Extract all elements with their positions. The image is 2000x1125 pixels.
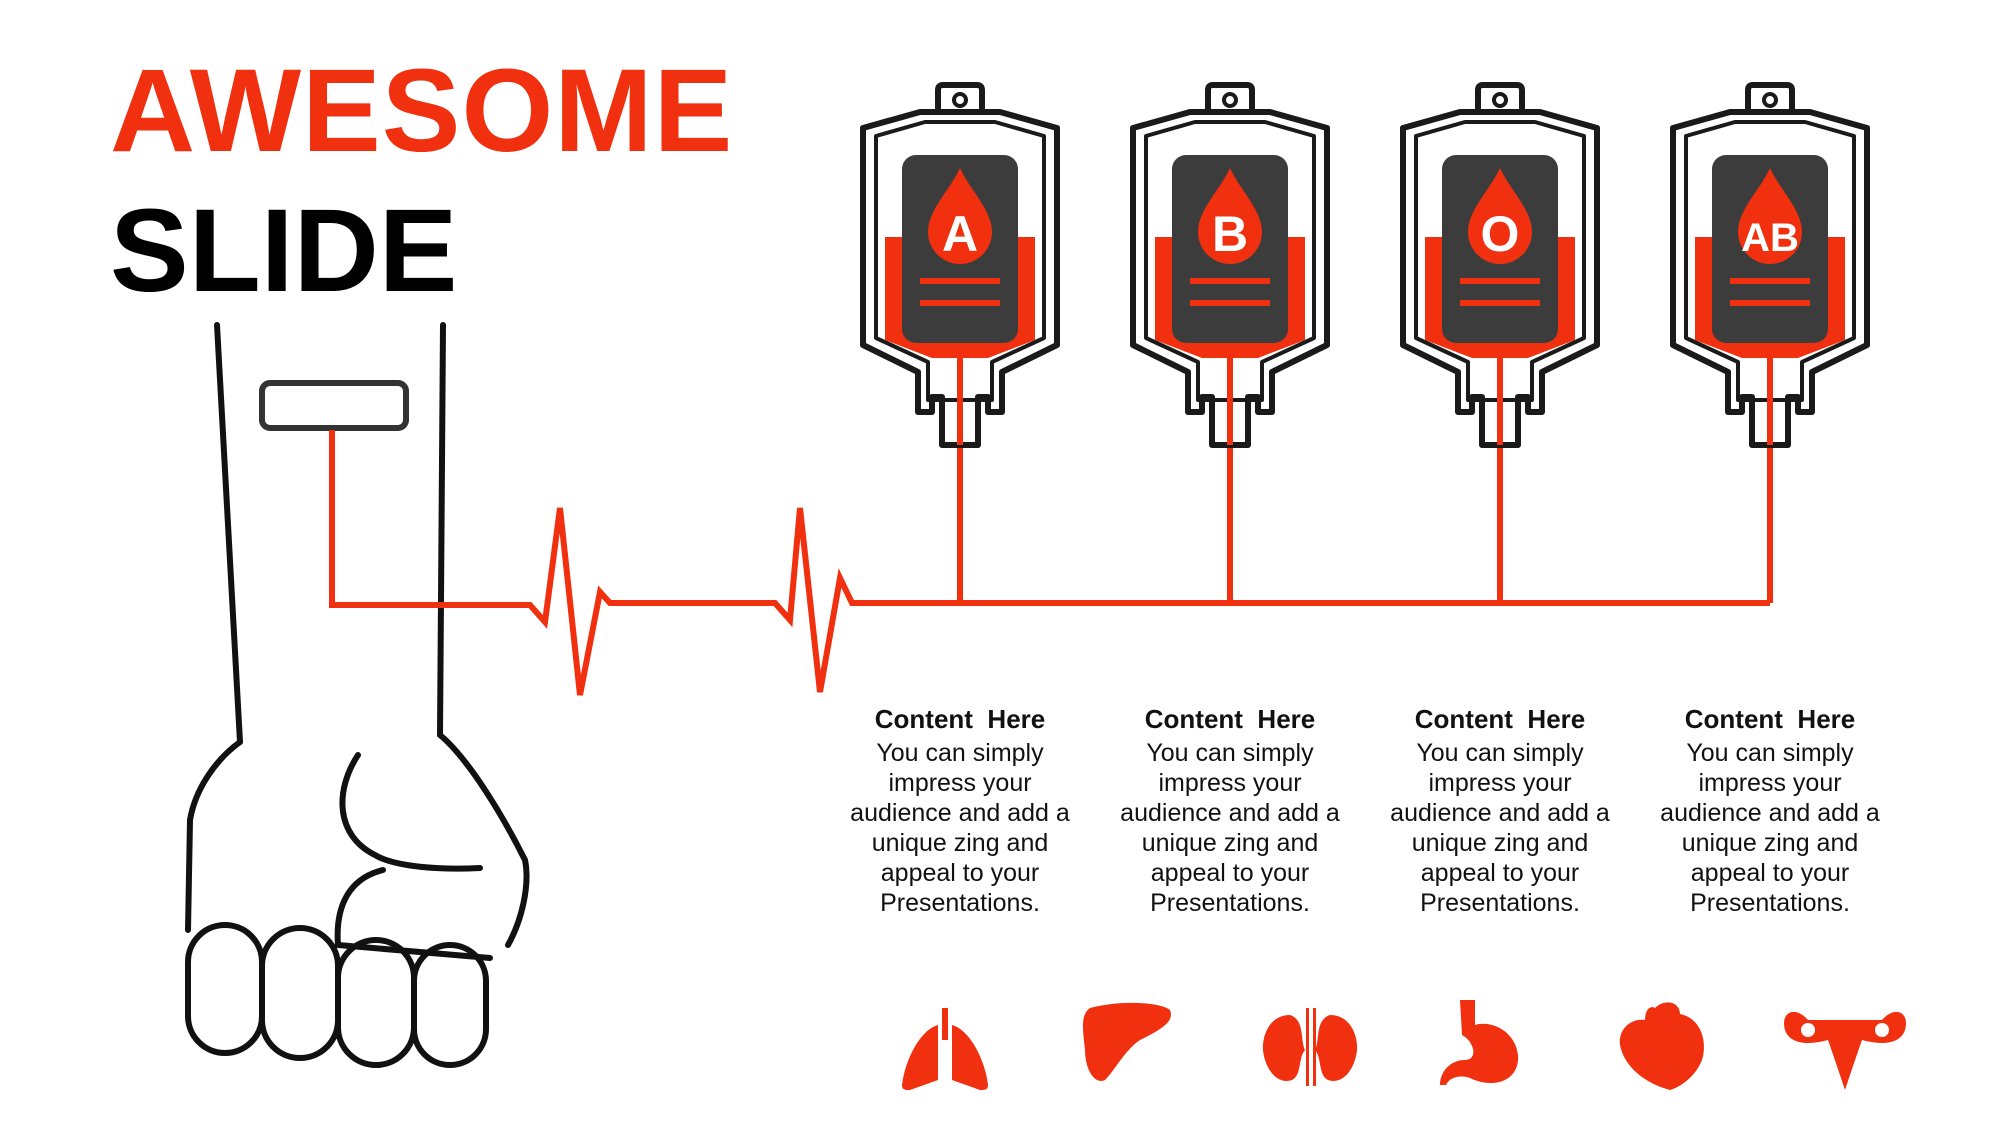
stomach-icon [1440,1000,1519,1085]
bag-bar [1460,278,1540,284]
blood-drop-icon [1738,168,1802,264]
bag-hanger [1205,82,1255,112]
content-card-b: Content Here You can simply impress your… [1115,700,1345,918]
bag-bar [1460,300,1540,306]
bag-bar [1730,300,1810,306]
bag-hole [1492,92,1508,108]
blood-drop-icon [1198,168,1262,264]
bag-hole [1222,92,1238,108]
blood-bag-o: O [1400,82,1600,448]
title-line-1: AWESOME [110,45,734,177]
uterus-icon [1784,1011,1906,1090]
bag-inner-outline [1414,120,1586,402]
content-card-a: Content Here You can simply impress your… [845,700,1075,918]
blood-type-label: A [942,206,978,262]
blood-drop-icon [928,168,992,264]
content-card-ab: Content Here You can simply impress your… [1655,700,1885,918]
heartbeat-line [329,430,1770,696]
blood-bag-ab: AB [1670,82,1870,448]
bag-bar [920,300,1000,306]
cannula-tape [259,380,409,431]
kidneys-icon [1262,1008,1358,1086]
card-heading: Content Here [874,704,1046,734]
blood-type-label: AB [1741,216,1799,260]
content-card-o: Content Here You can simply impress your… [1385,700,1615,918]
bag-inner-outline [1144,120,1316,402]
lungs-icon [902,1008,988,1090]
card-heading: Content Here [1414,704,1586,734]
blood-bag-b: B [1130,82,1330,448]
bag-inner-outline [1684,120,1856,402]
bag-bar [920,278,1000,284]
blood-type-label: O [1481,206,1520,262]
tube-drops [957,360,1773,603]
card-body: You can simply impress your audience and… [1660,739,1880,917]
card-body: You can simply impress your audience and… [850,739,1070,917]
card-body: You can simply impress your audience and… [1390,739,1610,917]
card-heading: Content Here [1144,704,1316,734]
card-body: You can simply impress your audience and… [1120,739,1340,917]
bag-hole [1762,92,1778,108]
liver-icon [1082,1002,1171,1081]
title-line-2: SLIDE [110,185,458,317]
bag-bar [1730,278,1810,284]
bag-inner-outline [874,120,1046,402]
bag-hanger [1745,82,1795,112]
bag-bar [1190,278,1270,284]
blood-bag-a: A [860,82,1060,448]
bag-hanger [1475,82,1525,112]
bag-bar [1190,300,1270,306]
bag-hole [952,92,968,108]
blood-type-label: B [1212,206,1248,262]
blood-drop-icon [1468,168,1532,264]
arm-icon [185,322,530,1068]
bag-hanger [935,82,985,112]
heart-icon [1619,1002,1704,1090]
card-heading: Content Here [1684,704,1856,734]
